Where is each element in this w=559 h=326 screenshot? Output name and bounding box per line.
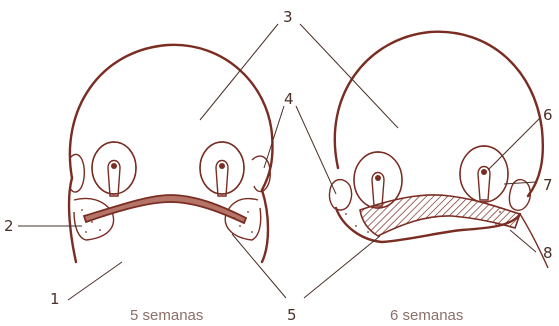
placode-right-1: [354, 152, 402, 208]
label-4: 4: [284, 90, 294, 108]
label-5: 5: [287, 306, 297, 324]
nasal-process-right-b: [509, 180, 530, 211]
figure-5-weeks: [69, 45, 272, 262]
jaw-right-left: [262, 190, 268, 262]
caption-6-weeks: 6 semanas: [390, 307, 463, 324]
label-6: 6: [543, 106, 553, 124]
placode-left-2: [200, 142, 244, 196]
stomodeum-band-left: [84, 195, 246, 223]
head-dome-left: [70, 45, 273, 190]
label-8: 8: [543, 244, 553, 262]
head-dome-right: [335, 32, 543, 196]
label-7: 7: [543, 176, 553, 194]
stomodeum-band-right: [360, 195, 520, 236]
placode-left-1: [92, 142, 136, 196]
label-3: 3: [283, 8, 293, 26]
caption-5-weeks: 5 semanas: [130, 307, 203, 324]
nasal-process-right-a: [329, 180, 351, 210]
placode-right-2: [460, 146, 508, 202]
label-1: 1: [50, 290, 60, 308]
label-2: 2: [4, 217, 14, 235]
figure-6-weeks: [329, 32, 548, 268]
nasal-process-left-b: [252, 156, 270, 192]
